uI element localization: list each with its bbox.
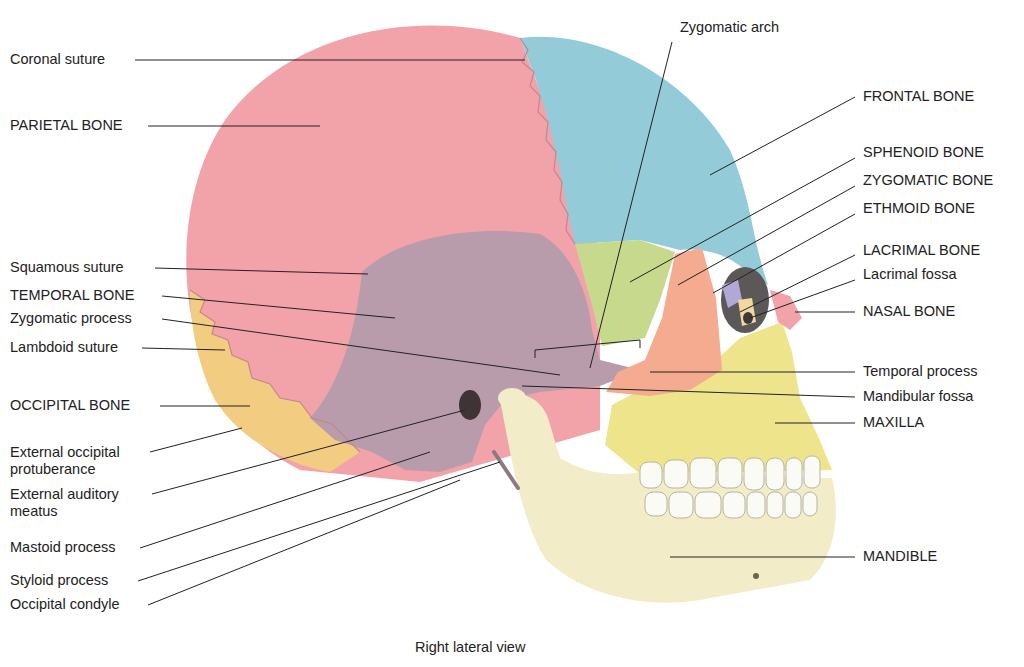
part-label: SPHENOID BONE xyxy=(863,144,984,161)
teeth xyxy=(640,456,820,518)
condyle xyxy=(498,388,526,408)
part-label: TEMPORAL BONE xyxy=(10,287,134,304)
part-label: Lacrimal fossa xyxy=(863,266,956,283)
part-label: ETHMOID BONE xyxy=(863,200,975,217)
part-label: Zygomatic process xyxy=(10,310,132,327)
nasal-bone xyxy=(770,290,802,330)
part-label: NASAL BONE xyxy=(863,303,955,320)
part-label: Occipital condyle xyxy=(10,596,120,613)
part-label: Mandibular fossa xyxy=(863,388,973,405)
mental-foramen xyxy=(753,573,759,579)
part-label: Temporal process xyxy=(863,363,977,380)
part-label: Mastoid process xyxy=(10,539,116,556)
mandible xyxy=(500,394,836,603)
part-label: OCCIPITAL BONE xyxy=(10,397,130,414)
part-label: ZYGOMATIC BONE xyxy=(863,172,993,189)
leader-lines xyxy=(135,42,855,605)
part-label: Styloid process xyxy=(10,572,108,589)
part-label: PARIETAL BONE xyxy=(10,117,123,134)
auditory-meatus xyxy=(459,390,481,420)
part-label: Coronal suture xyxy=(10,51,105,68)
part-label: Zygomatic arch xyxy=(680,19,779,36)
caption: Right lateral view xyxy=(415,639,525,656)
part-label: MANDIBLE xyxy=(863,548,937,565)
part-label: External auditory meatus xyxy=(10,486,145,520)
part-label: Lambdoid suture xyxy=(10,339,118,356)
part-label: Squamous suture xyxy=(10,259,124,276)
sutures xyxy=(190,38,575,452)
part-label: External occipital protuberance xyxy=(10,444,145,478)
part-label: MAXILLA xyxy=(863,414,924,431)
part-label: FRONTAL BONE xyxy=(863,88,974,105)
lacrimal-fossa xyxy=(743,312,753,324)
part-label: LACRIMAL BONE xyxy=(863,242,980,259)
orbit xyxy=(721,267,769,333)
styloid xyxy=(494,452,518,488)
